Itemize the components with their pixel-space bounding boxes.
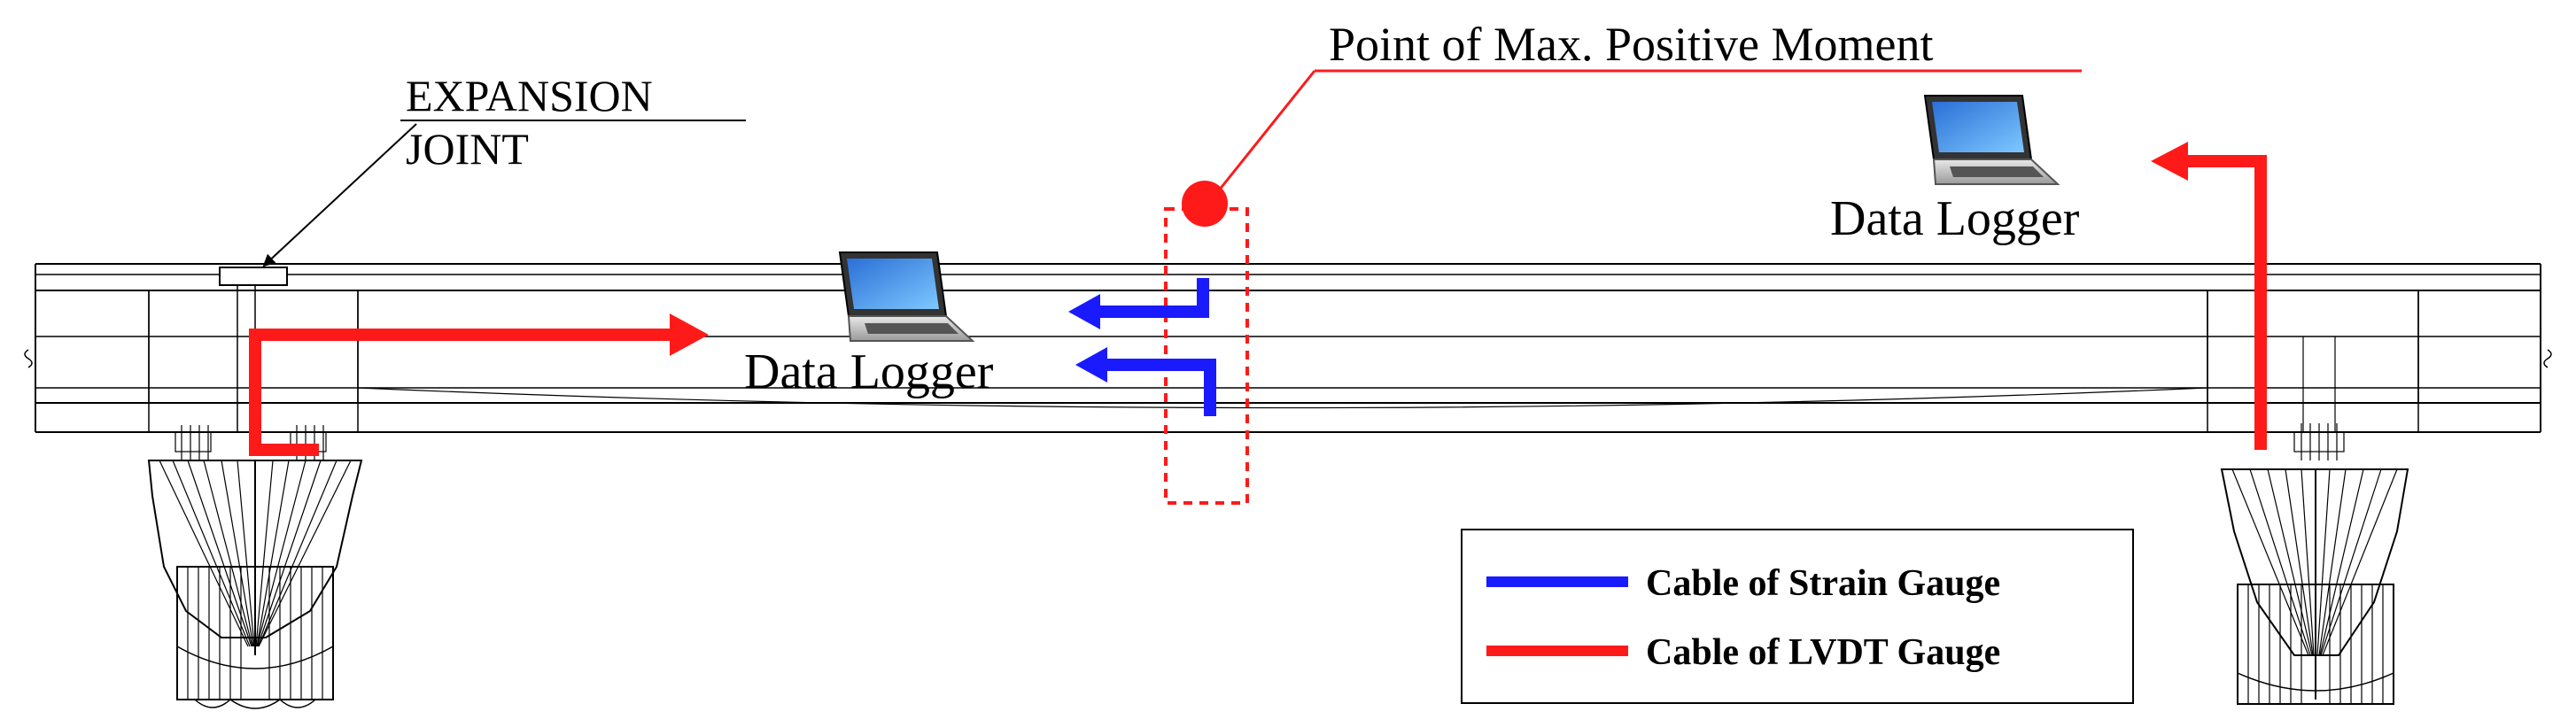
legend-label-strain: Cable of Strain Gauge: [1646, 563, 2000, 604]
right-pier: [2220, 423, 2409, 705]
max-moment-marker: [1182, 181, 1228, 227]
expansion-joint-label-line2: JOINT: [406, 124, 529, 174]
laptop-icon: [838, 251, 975, 342]
expansion-joint-block: [219, 267, 288, 286]
bridge-girder: [24, 263, 2552, 433]
legend-label-lvdt: Cable of LVDT Gauge: [1646, 632, 2000, 673]
data-logger-right-label: Data Logger: [1830, 191, 2080, 246]
data-logger-right: Data Logger: [1830, 95, 2080, 246]
expansion-joint-callout: EXPANSION JOINT: [262, 71, 746, 267]
laptop-icon: [1923, 95, 2060, 185]
max-moment-callout: Point of Max. Positive Moment: [1164, 18, 2082, 505]
expansion-joint-label-line1: EXPANSION: [406, 71, 653, 120]
strain-gauge-cables: [1068, 278, 1216, 416]
left-pier: [147, 425, 363, 709]
lvdt-cables: [249, 142, 2267, 456]
data-logger-left-label: Data Logger: [744, 344, 994, 399]
legend-box: [1461, 529, 2134, 704]
expansion-joint-leader-arrow: [262, 123, 417, 267]
legend: Cable of Strain Gauge Cable of LVDT Gaug…: [1461, 529, 2134, 704]
gauge-location-box: [1164, 207, 1249, 505]
max-moment-label: Point of Max. Positive Moment: [1329, 18, 1934, 71]
data-logger-left: Data Logger: [744, 251, 994, 399]
